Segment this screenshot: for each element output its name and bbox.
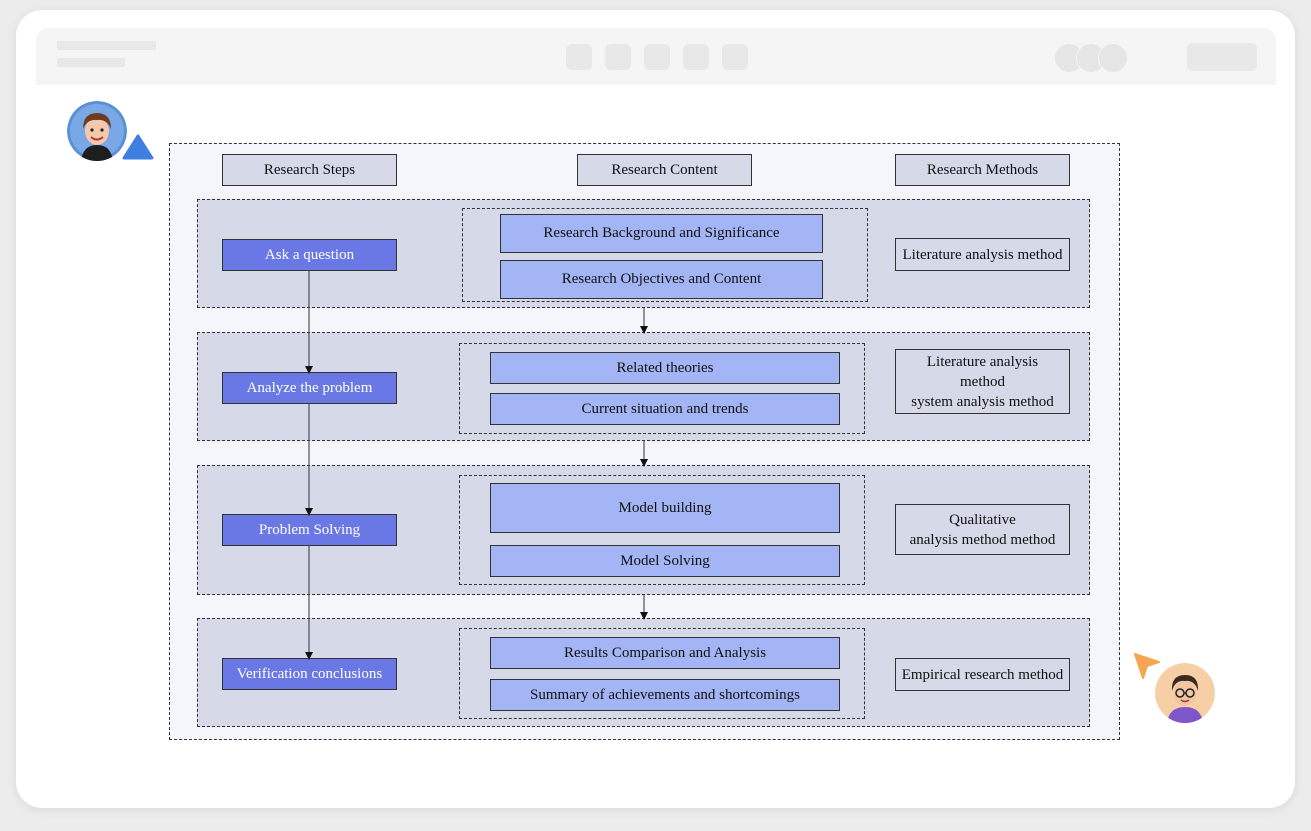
header-research-steps: Research Steps [222, 154, 397, 186]
toolbar-button-2[interactable] [605, 44, 631, 70]
method-line: method [960, 373, 1005, 390]
collaborator-avatar-3[interactable] [1098, 43, 1128, 73]
method-line: Qualitative [949, 511, 1016, 528]
method-line: Literature analysis method [902, 246, 1063, 263]
toolbar-button-4[interactable] [683, 44, 709, 70]
title-placeholder [57, 41, 156, 50]
method-line: analysis method method [909, 531, 1056, 548]
content-item[interactable]: Current situation and trends [490, 393, 840, 425]
method-box[interactable]: Qualitative analysis method method [895, 504, 1070, 555]
content-item[interactable]: Model Solving [490, 545, 840, 577]
content-item[interactable]: Results Comparison and Analysis [490, 637, 840, 669]
method-box[interactable]: Empirical research method [895, 658, 1070, 691]
content-group [459, 475, 865, 585]
step-problem-solving[interactable]: Problem Solving [222, 514, 397, 546]
method-line: system analysis method [911, 393, 1054, 410]
content-item[interactable]: Research Background and Significance [500, 214, 823, 253]
subtitle-placeholder [57, 58, 125, 67]
content-group [459, 628, 865, 719]
content-group [459, 343, 865, 434]
avatar-glasses-icon [1155, 663, 1215, 723]
step-verification-conclusions[interactable]: Verification conclusions [222, 658, 397, 690]
toolbar-button-1[interactable] [566, 44, 592, 70]
method-box[interactable]: Literature analysis method system analys… [895, 349, 1070, 414]
method-box[interactable]: Literature analysis method [895, 238, 1070, 271]
content-item[interactable]: Model building [490, 483, 840, 533]
method-line: Empirical research method [901, 666, 1064, 683]
pointer-cursor-icon [1134, 653, 1160, 679]
toolbar-button-5[interactable] [722, 44, 748, 70]
pointer-cursor-icon [122, 134, 154, 160]
toolbar-button-3[interactable] [644, 44, 670, 70]
avatar-woman-icon [67, 101, 127, 161]
step-ask-a-question[interactable]: Ask a question [222, 239, 397, 271]
header-research-content: Research Content [577, 154, 752, 186]
method-line: Literature analysis [926, 353, 1039, 370]
content-item[interactable]: Summary of achievements and shortcomings [490, 679, 840, 711]
content-group [462, 208, 868, 302]
content-item[interactable]: Research Objectives and Content [500, 260, 823, 299]
step-analyze-the-problem[interactable]: Analyze the problem [222, 372, 397, 404]
header-research-methods: Research Methods [895, 154, 1070, 186]
share-button[interactable] [1187, 43, 1257, 71]
content-item[interactable]: Related theories [490, 352, 840, 384]
